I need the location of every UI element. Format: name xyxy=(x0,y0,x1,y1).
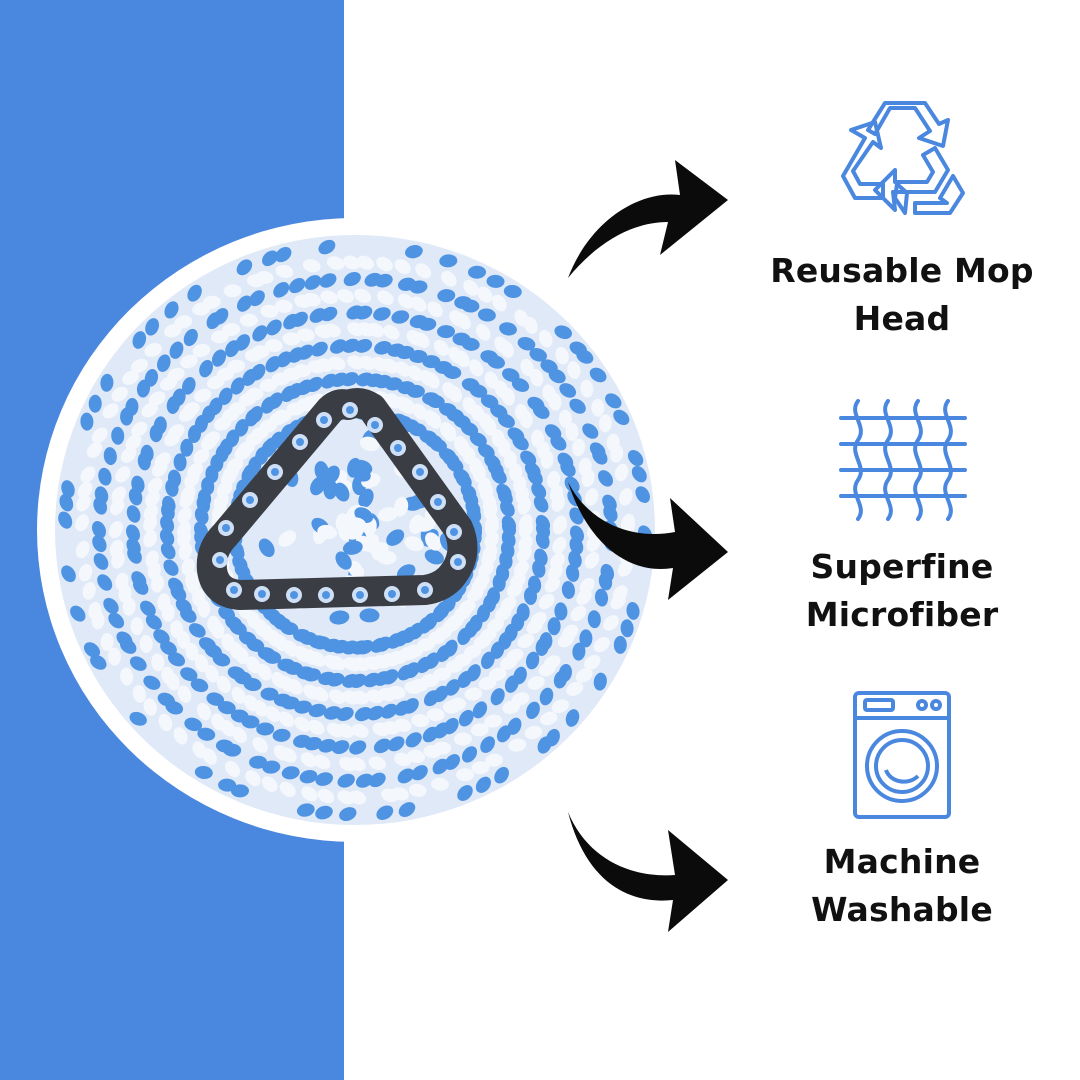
feature-label-microfiber: Superfine Microfiber xyxy=(737,543,1067,639)
label-line: Microfiber xyxy=(805,595,999,634)
feature-label-washable: Machine Washable xyxy=(737,838,1067,934)
arrow-icon xyxy=(568,482,728,600)
woven-fabric-icon xyxy=(839,399,967,521)
mop-head-image xyxy=(37,218,673,842)
recycle-icon xyxy=(841,101,965,215)
label-line: Reusable Mop xyxy=(770,251,1034,290)
arrow-icon xyxy=(568,160,728,278)
arrow-icon xyxy=(568,812,728,932)
label-line: Machine xyxy=(823,842,981,881)
label-line: Washable xyxy=(811,890,993,929)
washing-machine-icon xyxy=(853,691,951,819)
feature-label-reusable: Reusable Mop Head xyxy=(737,247,1067,343)
label-line: Superfine xyxy=(810,547,994,586)
label-line: Head xyxy=(853,299,951,338)
